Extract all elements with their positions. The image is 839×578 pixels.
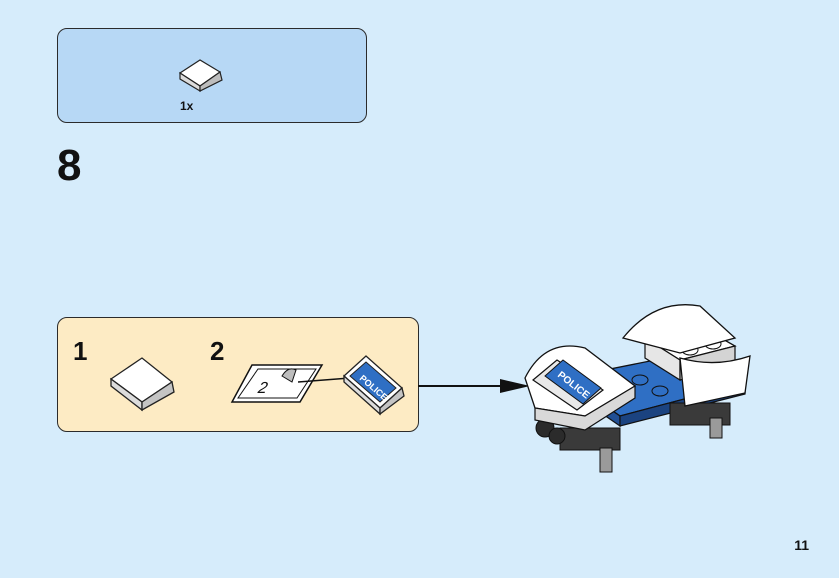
sticker-connector-line [298, 377, 351, 383]
substep-number-1: 1 [73, 336, 88, 366]
substep-callout-box: 1 2 2 POLICE [57, 317, 419, 432]
sticker-sheet-number: 2 [256, 379, 270, 397]
step-number: 8 [57, 141, 82, 190]
police-vehicle-model: POLICE [524, 304, 751, 473]
placement-arrow [418, 379, 530, 393]
parts-list-box: 1x [57, 28, 367, 123]
white-slope-tile-icon [109, 357, 175, 412]
sticker-sheet-icon: 2 [230, 364, 324, 403]
substep-number-2: 2 [210, 336, 225, 366]
page-number: 11 [794, 537, 809, 553]
white-slope-tile-icon [178, 59, 223, 93]
police-tile-icon: POLICE [343, 355, 405, 416]
part-quantity: 1x [180, 99, 194, 113]
